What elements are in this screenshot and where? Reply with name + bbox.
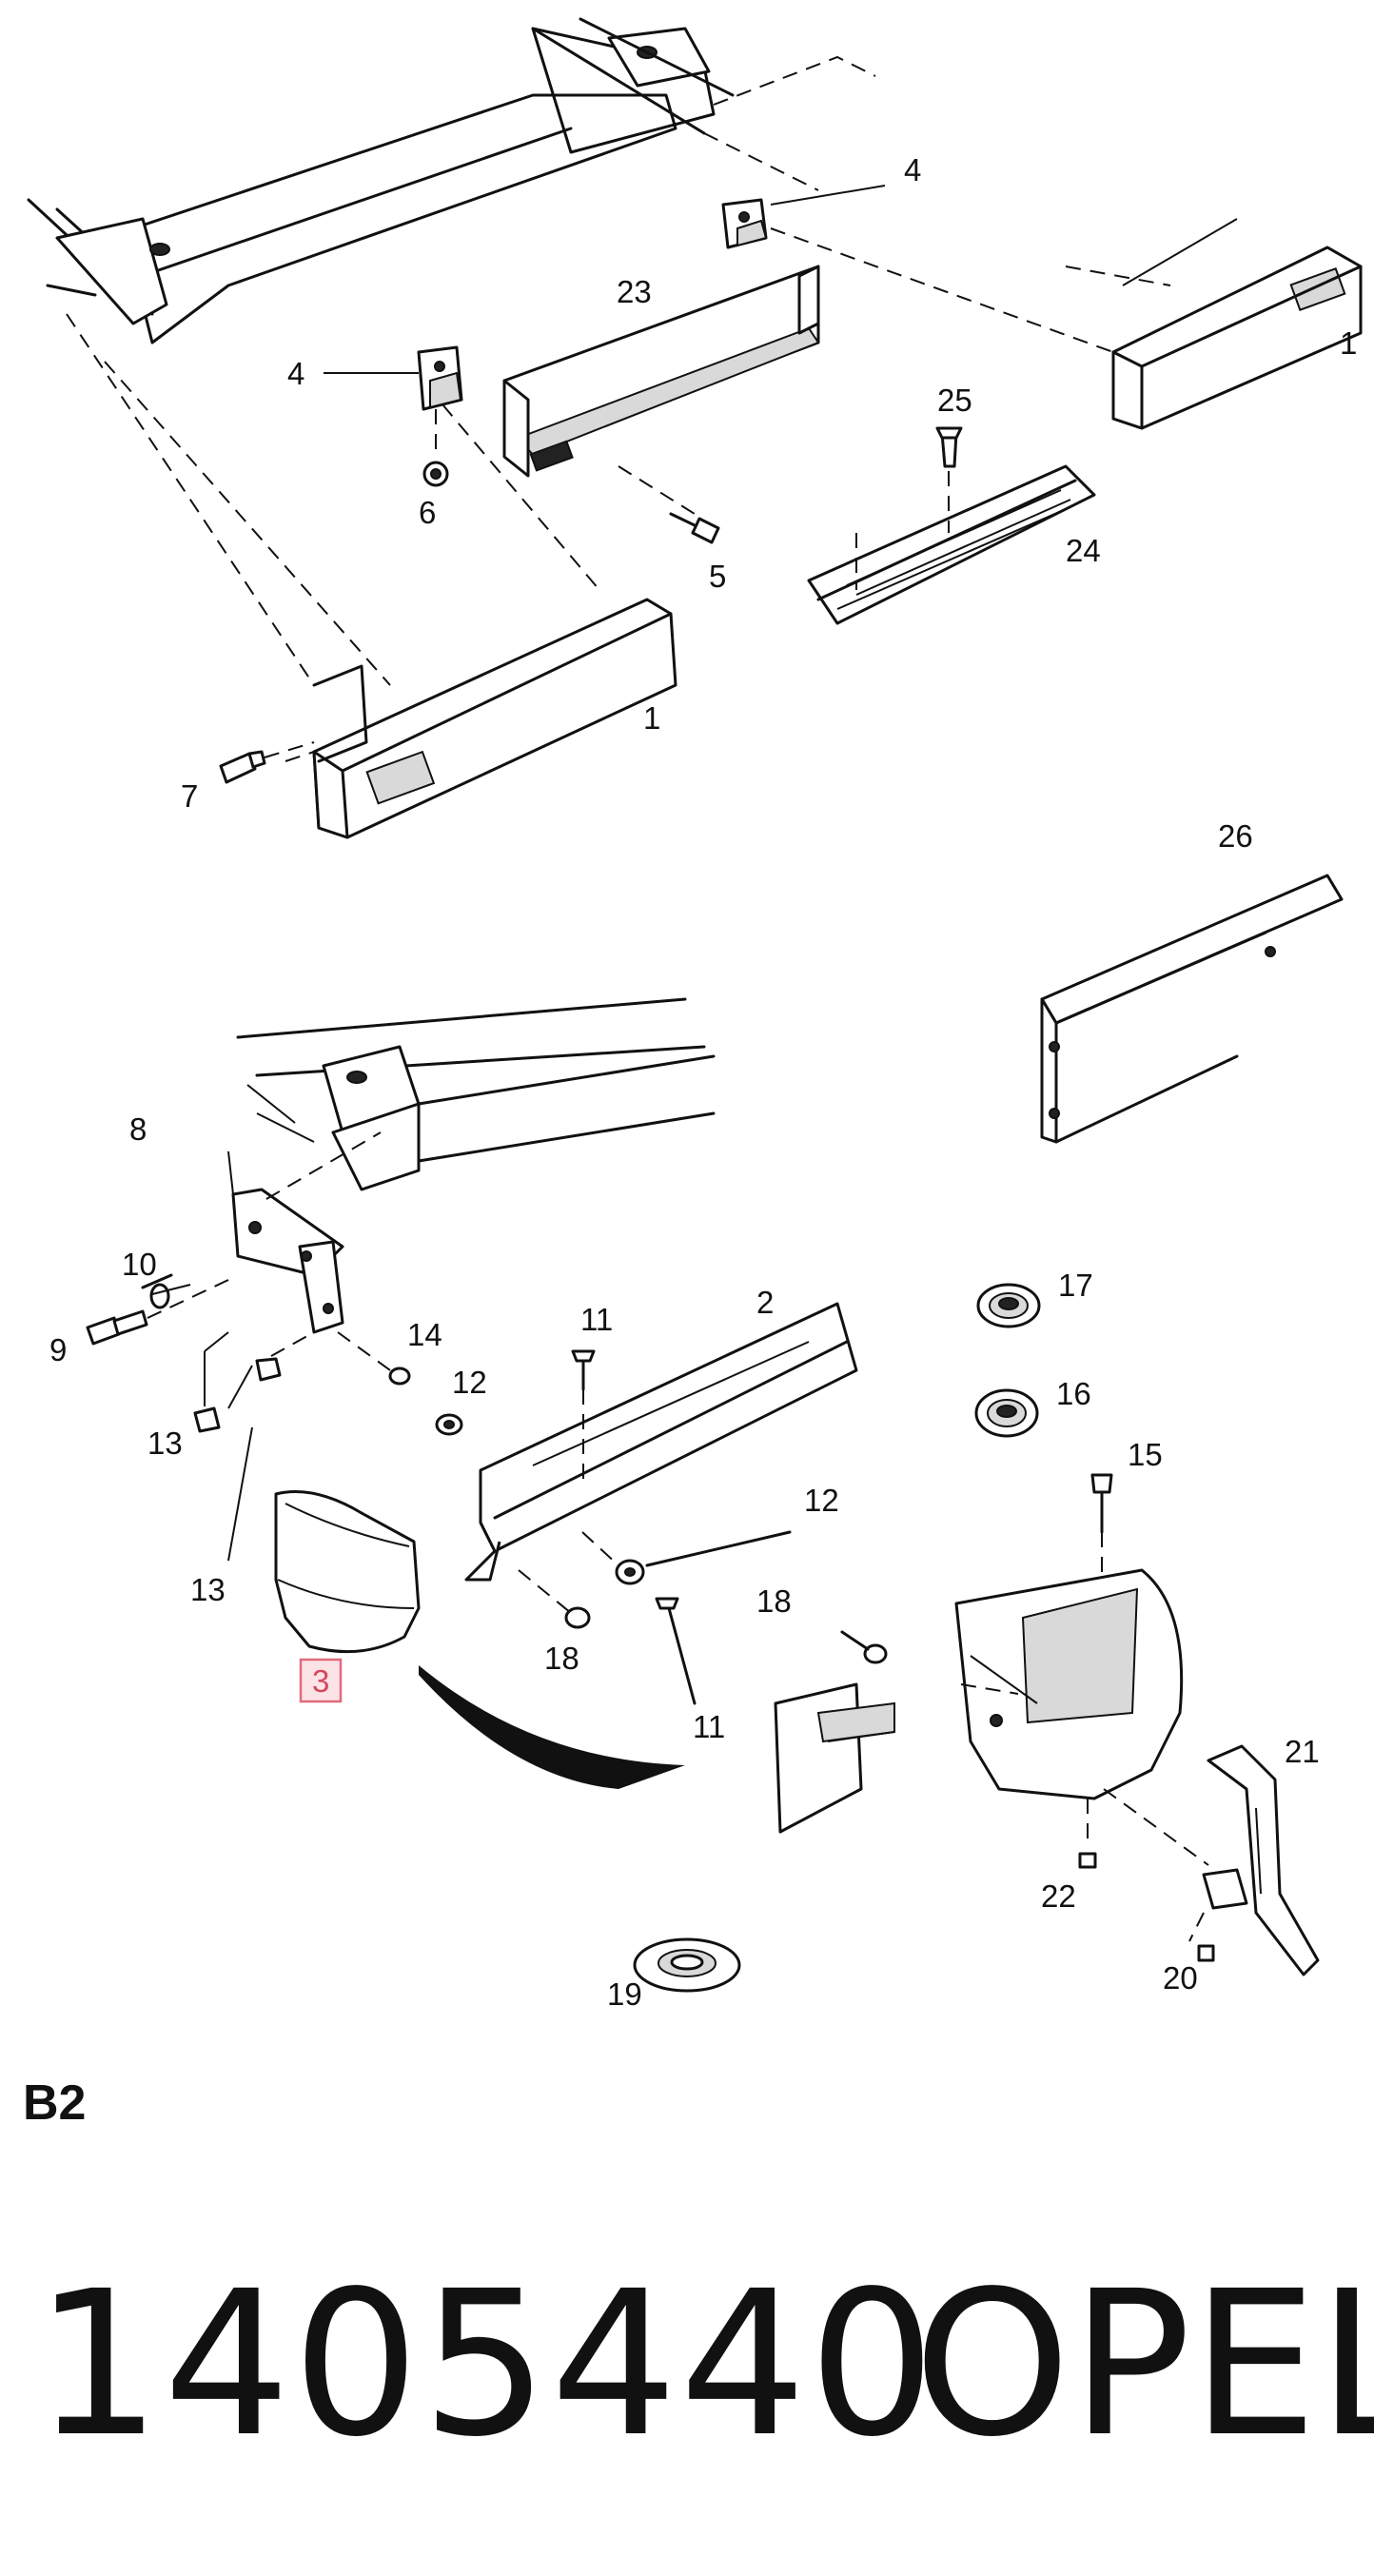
washer-12-lower [581, 1530, 792, 1585]
callout-14: 14 [407, 1317, 442, 1352]
bumper-bar-2 [464, 1302, 858, 1582]
callout-20: 20 [1163, 1960, 1198, 1996]
step-plate-holes [836, 489, 1071, 610]
callout-22: 22 [1041, 1878, 1076, 1914]
callout-3-highlight [299, 1658, 343, 1703]
bracket-8 [231, 1131, 382, 1334]
callout-8: 8 [129, 1111, 147, 1147]
part-number: 1405440 [34, 2248, 938, 2481]
washer-14 [337, 1331, 411, 1386]
washer-19 [633, 1937, 741, 1993]
callout-25: 25 [937, 383, 972, 418]
section-label: B2 [23, 2075, 87, 2131]
callout-11-top: 11 [580, 1302, 613, 1337]
callout-1-left: 1 [643, 700, 660, 736]
grommet-17 [976, 1283, 1041, 1328]
callout-15: 15 [1128, 1437, 1163, 1472]
bumper-end-3 [274, 1490, 421, 1654]
callout-1-right: 1 [1340, 325, 1357, 361]
nut-13-lower [193, 1331, 229, 1433]
callout-21: 21 [1285, 1734, 1320, 1769]
callout-7: 7 [181, 778, 198, 814]
brand-name: OPEL [913, 2248, 1374, 2481]
callout-16: 16 [1056, 1376, 1091, 1411]
callout-19: 19 [607, 1976, 642, 2012]
callout-18-right: 18 [756, 1583, 792, 1619]
bolt-15 [1090, 1473, 1113, 1618]
leader-lines [151, 185, 886, 1562]
callout-10: 10 [122, 1247, 157, 1282]
callout-23: 23 [617, 274, 652, 309]
bracket-top [721, 198, 768, 249]
callout-6: 6 [419, 495, 436, 530]
nut-20 [1188, 1912, 1215, 1962]
callout-18-left: 18 [544, 1641, 579, 1676]
callout-labels: 4 1 23 4 25 6 24 5 1 7 26 8 10 17 11 2 9… [49, 152, 1357, 2012]
rail-26 [1040, 874, 1344, 1144]
callout-17: 17 [1058, 1268, 1093, 1303]
bolt-7 [219, 741, 315, 784]
callout-3: 3 [312, 1663, 329, 1699]
washer-12-upper [435, 1413, 463, 1436]
end-cap-1-right [770, 218, 1363, 430]
bumper-corner [954, 1568, 1184, 1800]
callout-12-right: 12 [804, 1483, 839, 1518]
bolt-5 [618, 465, 720, 544]
lower-frame [236, 997, 716, 1191]
callout-13-bottom: 13 [190, 1572, 226, 1607]
mounting-bracket [774, 1682, 895, 1834]
callout-24: 24 [1066, 533, 1101, 568]
end-cap-1-left [66, 313, 677, 839]
nut-6 [422, 409, 449, 487]
step-plate-24 [807, 464, 1096, 625]
grommet-16 [974, 1388, 1039, 1438]
clip-25 [935, 426, 963, 533]
callout-12-top: 12 [452, 1365, 487, 1400]
nut-18-left [518, 1569, 591, 1629]
top-frame [27, 17, 876, 344]
nut-22 [1078, 1799, 1097, 1869]
direction-arrow [419, 1665, 685, 1789]
bolt-11-bottom [655, 1597, 697, 1705]
nut-13-upper [255, 1331, 315, 1382]
callout-5: 5 [709, 559, 726, 594]
callout-2: 2 [756, 1285, 774, 1320]
callout-11-bottom: 11 [693, 1709, 725, 1744]
callout-26: 26 [1218, 818, 1253, 854]
step-housing-23 [502, 265, 820, 478]
nut-18-right [840, 1630, 888, 1664]
callout-4-top: 4 [904, 152, 921, 187]
callout-9: 9 [49, 1332, 67, 1367]
bracket-left [417, 345, 463, 411]
bracket-21 [1103, 1744, 1320, 1976]
bolt-11-top [571, 1349, 596, 1485]
bolt-9 [86, 1279, 229, 1346]
callout-13-top: 13 [147, 1426, 183, 1461]
callout-4-left: 4 [287, 356, 304, 391]
